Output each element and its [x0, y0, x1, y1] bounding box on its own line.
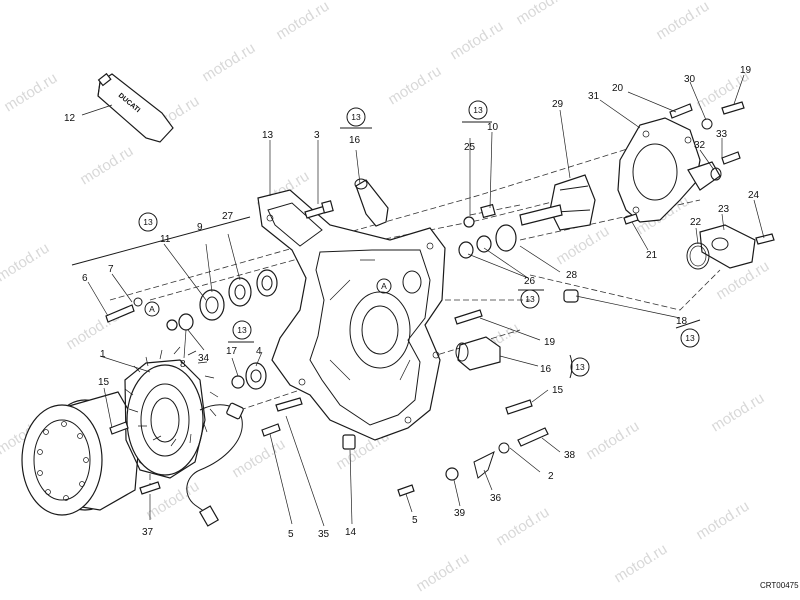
callout-7: 7 — [108, 264, 114, 275]
callout-20: 20 — [612, 83, 624, 94]
watermark: motod.ru — [273, 0, 332, 43]
watermark: motod.ru — [513, 0, 572, 28]
callout-17: 17 — [226, 346, 238, 357]
callout-16: 16 — [540, 364, 552, 375]
callout-38: 38 — [564, 450, 576, 461]
o-ring — [686, 242, 710, 270]
drawing-code: CRT00475 — [760, 581, 799, 590]
watermark: motod.ru — [77, 143, 136, 189]
callout-25: 25 — [464, 142, 476, 153]
watermark: motod.ru — [229, 436, 288, 482]
outlet-fitting — [699, 224, 756, 269]
callout-35: 35 — [318, 529, 330, 540]
side-cover — [257, 189, 446, 441]
watermark: motod.ru — [583, 418, 642, 464]
callout-32: 32 — [694, 140, 706, 151]
ref-13: 13 — [237, 325, 247, 335]
leader-lines — [81, 74, 765, 527]
callout-2: 2 — [548, 471, 554, 482]
callout-19: 19 — [740, 65, 752, 76]
ref-13: 13 — [575, 362, 585, 372]
ref-13: 13 — [685, 333, 695, 343]
callout-34: 34 — [198, 353, 210, 364]
watermark: motod.ru — [611, 541, 670, 587]
watermark: motod.ru — [199, 40, 258, 86]
callout-19: 19 — [544, 337, 556, 348]
callout-33: 33 — [716, 129, 728, 140]
callout-4: 4 — [256, 346, 262, 357]
callout-31: 31 — [588, 91, 600, 102]
watermark: motod.ru — [0, 240, 52, 286]
callout-6: 6 — [82, 273, 88, 284]
callout-18: 18 — [676, 316, 688, 327]
watermark: motod.ru — [385, 63, 444, 109]
callout-10: 10 — [487, 122, 499, 133]
callout-15: 15 — [98, 377, 110, 388]
callout-9: 9 — [197, 222, 203, 233]
impeller — [519, 174, 596, 231]
callout-29: 29 — [552, 99, 564, 110]
stator-wire — [186, 402, 244, 527]
callout-14: 14 — [345, 527, 357, 538]
callout-26: 26 — [524, 276, 536, 287]
watermark: motod.ru — [653, 0, 712, 43]
callout-3: 3 — [314, 130, 320, 141]
ref-13: 13 — [351, 112, 361, 122]
ref-13: 13 — [525, 294, 535, 304]
pump-cover — [617, 117, 721, 223]
callouts: 1 2 3 4 5 5 6 7 8 9 10 11 12 13 14 15 15… — [64, 65, 760, 540]
callout-15: 15 — [552, 385, 564, 396]
watermark: motod.ru — [447, 18, 506, 64]
callout-5: 5 — [412, 515, 418, 526]
watermark: motod.ru — [413, 550, 472, 596]
callout-23: 23 — [718, 204, 730, 215]
callout-22: 22 — [690, 217, 702, 228]
sealant-tube: DUCATI — [97, 72, 174, 143]
watermark: motod.ru — [708, 390, 767, 436]
stator — [124, 346, 219, 479]
callout-30: 30 — [684, 74, 696, 85]
ref-a: A — [381, 281, 387, 291]
ref-a: A — [149, 304, 155, 314]
callout-39: 39 — [454, 508, 466, 519]
watermark: motod.ru — [693, 498, 752, 544]
flywheel — [21, 391, 141, 516]
callout-12: 12 — [64, 113, 76, 124]
watermark: motod.ru — [493, 504, 552, 550]
watermark: motod.ru — [1, 70, 60, 116]
callout-27: 27 — [222, 211, 234, 222]
callout-11: 11 — [160, 234, 171, 245]
callout-16: 16 — [349, 135, 361, 146]
callout-21: 21 — [646, 250, 658, 261]
callout-5: 5 — [288, 529, 294, 540]
group-ref-markers: 13 13 13 13 13 13 13 A A — [71, 100, 701, 379]
callout-37: 37 — [142, 527, 154, 538]
callout-36: 36 — [490, 493, 502, 504]
callout-8: 8 — [180, 359, 186, 370]
callout-13: 13 — [262, 130, 274, 141]
callout-28: 28 — [566, 270, 578, 281]
callout-1: 1 — [100, 349, 106, 360]
ref-13: 13 — [143, 217, 153, 227]
small-parts — [105, 101, 775, 497]
ref-13: 13 — [473, 105, 483, 115]
callout-24: 24 — [748, 190, 760, 201]
